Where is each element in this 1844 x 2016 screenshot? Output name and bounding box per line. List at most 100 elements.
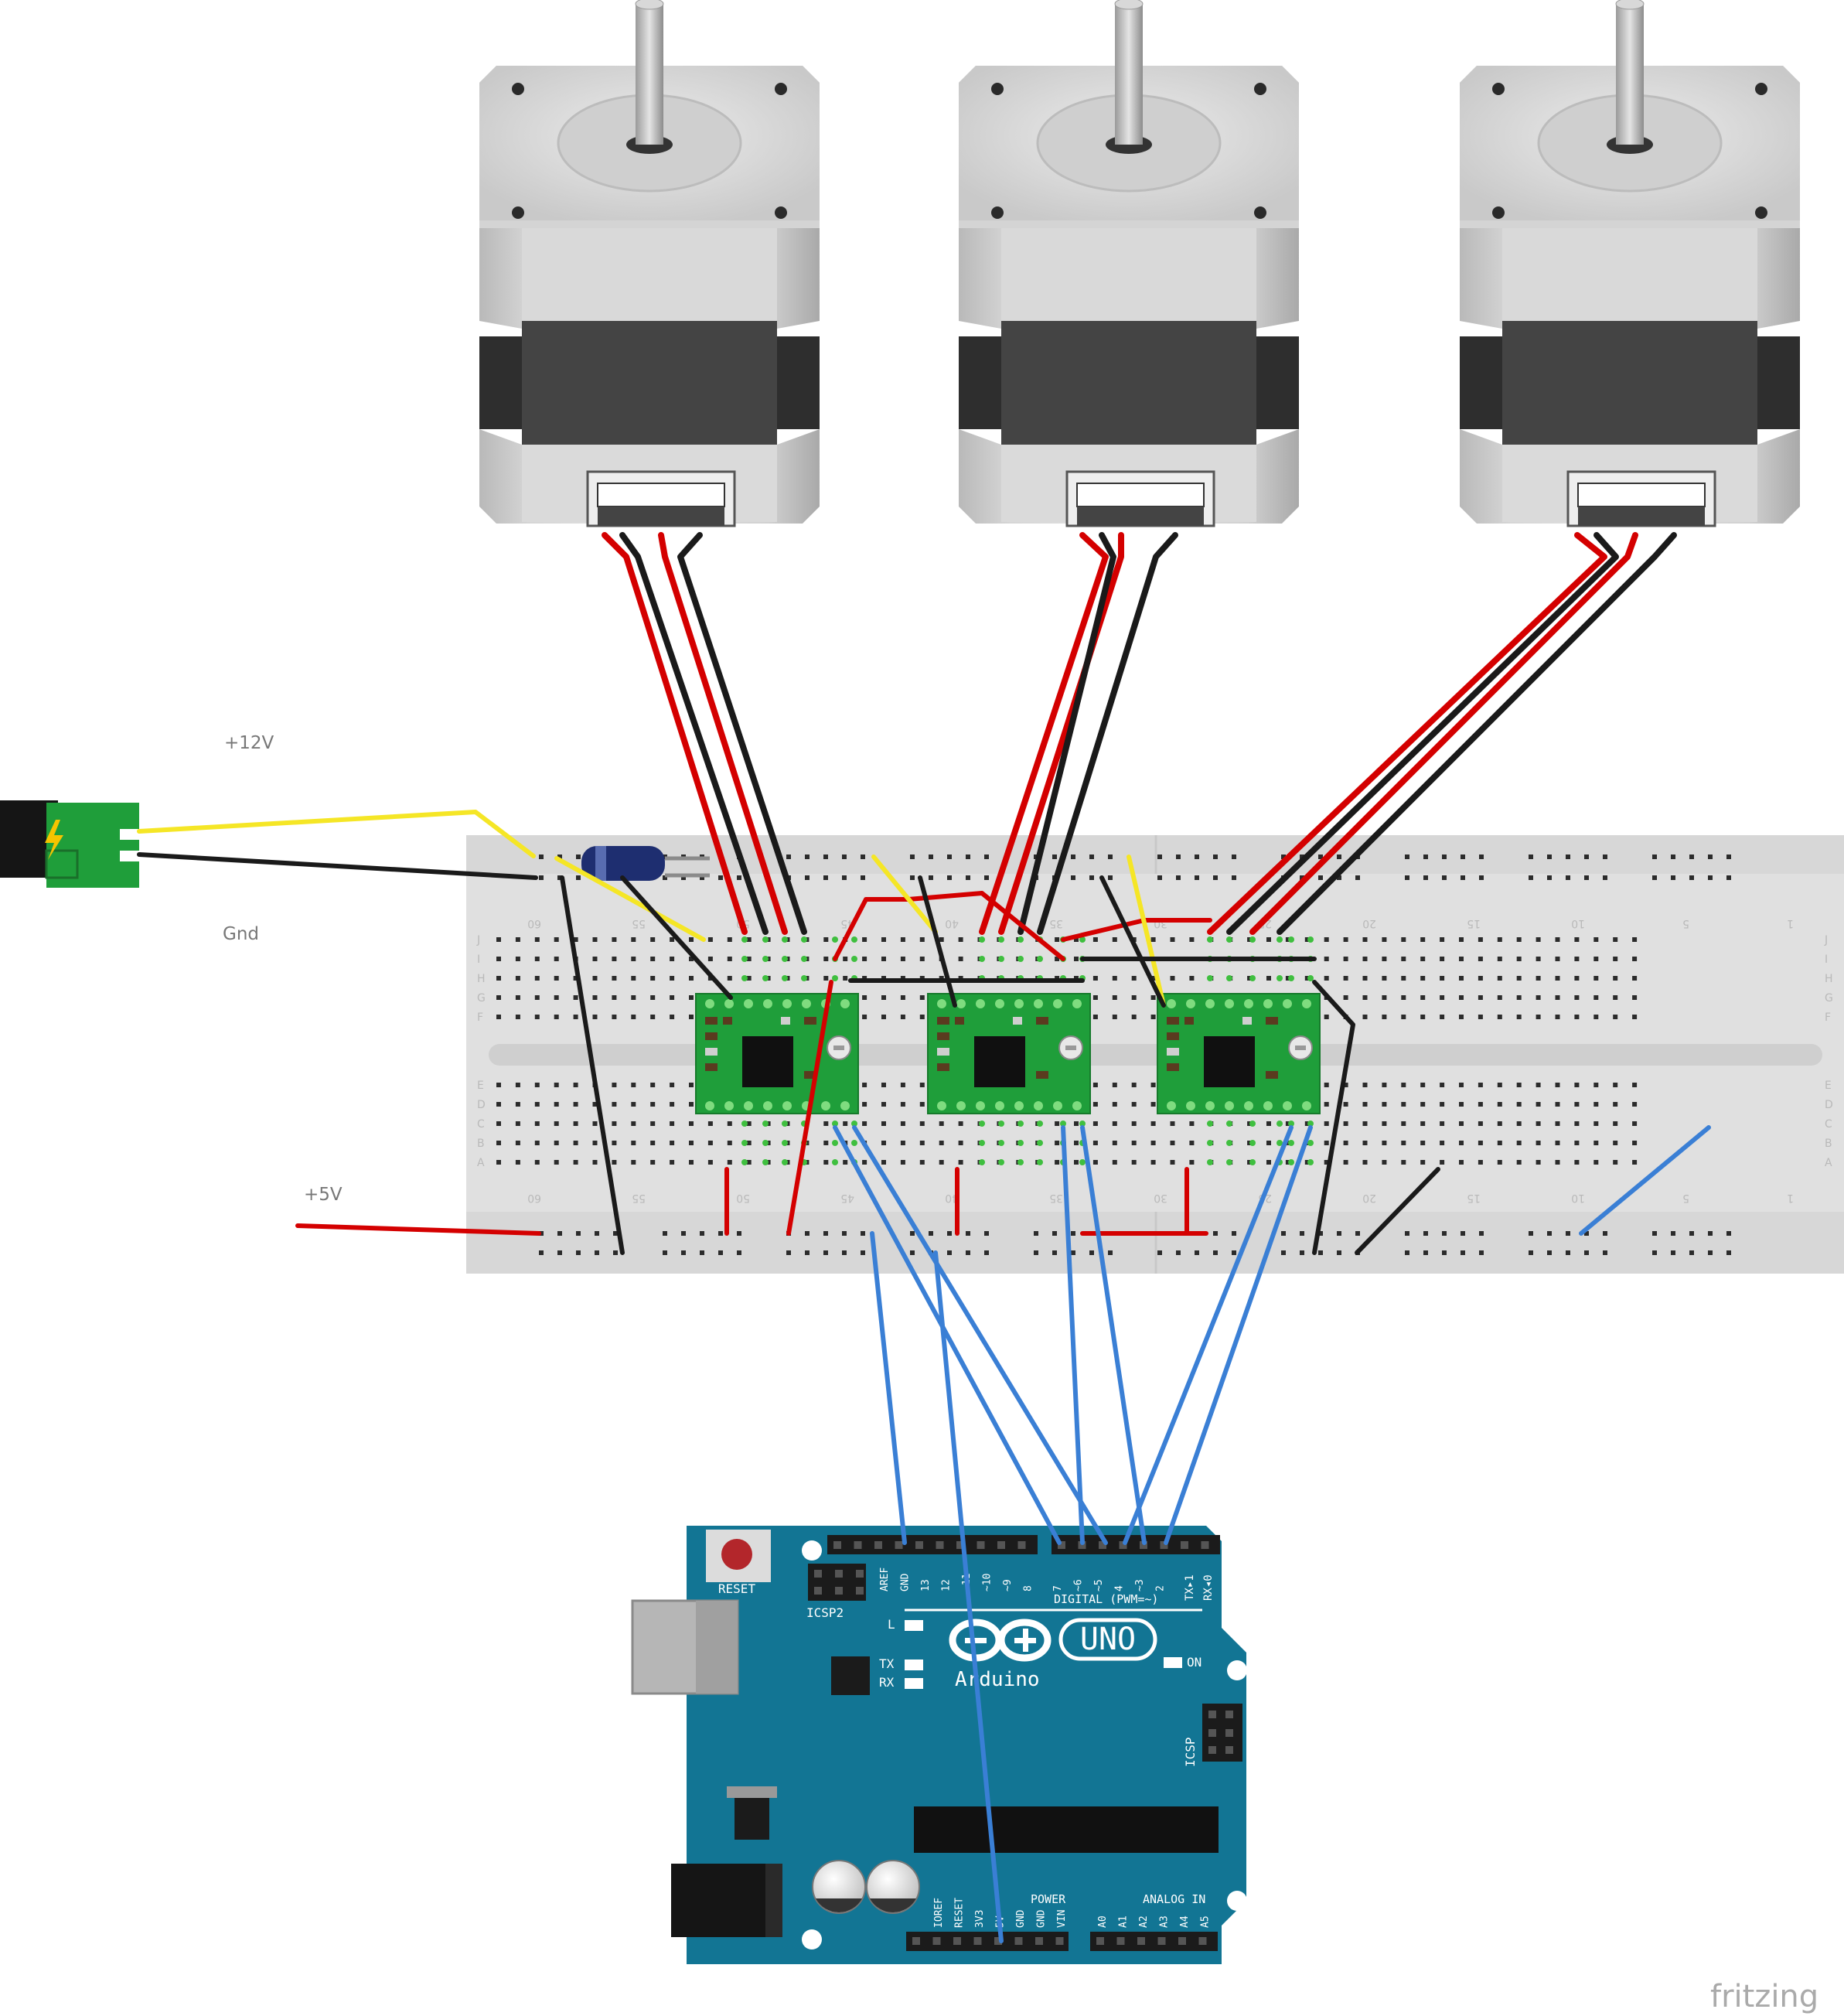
breadboard-hole	[670, 1015, 675, 1019]
breadboard-hole	[1362, 995, 1368, 1000]
stepper-driver-1	[695, 993, 859, 1114]
uno-logo-text: UNO	[1080, 1622, 1136, 1657]
header-pin	[854, 1541, 862, 1549]
breadboard-hole	[1440, 957, 1445, 961]
breadboard-hole	[1593, 1102, 1599, 1107]
rail-hole	[1566, 854, 1570, 859]
breadboard-hole	[1324, 937, 1329, 942]
rail-hole	[1176, 875, 1181, 880]
header-pin	[1137, 1937, 1145, 1945]
breadboard-hole	[670, 1083, 675, 1087]
connected-hole	[762, 1159, 769, 1165]
header-pin	[956, 1541, 964, 1549]
driver-pin	[1014, 999, 1024, 1008]
breadboard-hole	[689, 937, 694, 942]
column-number: 20	[1362, 917, 1376, 930]
breadboard-hole	[1420, 957, 1426, 961]
connected-hole	[1226, 1159, 1232, 1165]
top-pin-label: ~3	[1134, 1579, 1146, 1591]
power-pin-label: RESET	[954, 1898, 966, 1928]
connected-hole	[1276, 975, 1283, 981]
wire-black-jumper-6	[1355, 1167, 1440, 1255]
breadboard-hole	[1324, 1083, 1329, 1087]
column-number: 35	[1049, 1192, 1063, 1204]
breadboard-hole	[1055, 1160, 1060, 1165]
reset-button[interactable]	[721, 1539, 752, 1570]
analog-pin-label: A2	[1138, 1915, 1150, 1928]
breadboard-hole	[573, 976, 578, 981]
wire-yellow-jumper-2	[1127, 854, 1166, 1008]
breadboard-hole	[1150, 1121, 1156, 1126]
header-pin	[874, 1541, 882, 1549]
breadboard-hole	[1478, 1015, 1483, 1019]
analog-pin-label: A0	[1097, 1915, 1109, 1928]
rail-hole	[823, 1231, 828, 1236]
arduino-brand-text: Arduino	[955, 1668, 1040, 1691]
breadboard-hole	[631, 1160, 636, 1165]
driver-pin	[1205, 1101, 1215, 1110]
breadboard-hole	[823, 1141, 829, 1145]
header-pin	[1096, 1937, 1104, 1945]
connected-hole	[1307, 975, 1314, 981]
connected-hole	[1017, 956, 1024, 962]
breadboard-hole	[1324, 976, 1329, 981]
breadboard-hole	[592, 1141, 598, 1145]
breadboard-hole	[1074, 957, 1079, 961]
header-pin	[997, 1541, 1005, 1549]
breadboard-hole	[554, 937, 559, 942]
breadboard-hole	[1266, 1141, 1271, 1145]
breadboard-hole	[1131, 1160, 1137, 1165]
driver-pin	[705, 999, 714, 1008]
breadboard-hole	[823, 1121, 829, 1126]
breadboard-hole	[881, 1141, 886, 1145]
header-pin	[1078, 1541, 1086, 1549]
breadboard-hole	[515, 1083, 520, 1087]
rail-hole	[1318, 875, 1323, 880]
breadboard-hole	[881, 1102, 886, 1107]
column-number: 55	[632, 1192, 646, 1204]
rail-hole	[1089, 875, 1094, 880]
rail-hole	[718, 1250, 723, 1255]
breadboard-hole	[554, 1015, 559, 1019]
rail-hole	[947, 854, 952, 859]
breadboard-hole	[1497, 1121, 1502, 1126]
arduino-header-pins	[814, 1541, 1233, 1945]
rail-hole	[1071, 854, 1075, 859]
rail-hole	[663, 1250, 667, 1255]
led-rx-label: RX	[879, 1675, 895, 1690]
breadboard-hole	[592, 976, 598, 981]
breadboard-hole	[1074, 937, 1079, 942]
breadboard-hole	[1478, 976, 1483, 981]
rail-hole	[861, 1250, 865, 1255]
breadboard-hole	[727, 957, 732, 961]
row-letter: E	[1825, 1080, 1832, 1092]
connected-hole	[832, 936, 838, 943]
driver-pin	[1302, 999, 1311, 1008]
breadboard-hole	[670, 976, 675, 981]
breadboard-hole	[1362, 937, 1368, 942]
wire-signal-4	[1080, 1125, 1147, 1545]
connected-hole	[741, 975, 748, 981]
rail-hole	[929, 875, 933, 880]
breadboard-hole	[1574, 1015, 1580, 1019]
wire-motor1-red-a	[602, 532, 748, 935]
connected-hole	[1017, 936, 1024, 943]
rail-hole	[1689, 875, 1694, 880]
breadboard-hole	[1497, 976, 1502, 981]
stepper-driver-2	[927, 993, 1091, 1114]
rail-hole	[805, 1250, 810, 1255]
breadboard-hole	[919, 1141, 925, 1145]
connected-hole	[1226, 975, 1232, 981]
header-pin	[912, 1937, 920, 1945]
rail-hole	[681, 875, 686, 880]
header-pin	[1157, 1937, 1166, 1945]
breadboard-hole	[1555, 1102, 1560, 1107]
icsp2-pin	[814, 1570, 822, 1578]
power-pin-label: VIN	[1056, 1910, 1068, 1928]
breadboard-hole	[1150, 1160, 1156, 1165]
top-pin-label: 12	[941, 1579, 953, 1591]
top-pin-label: 7	[1052, 1585, 1064, 1591]
breadboard-hole	[1497, 937, 1502, 942]
breadboard-hole	[1401, 1121, 1406, 1126]
breadboard-hole	[1112, 1160, 1117, 1165]
